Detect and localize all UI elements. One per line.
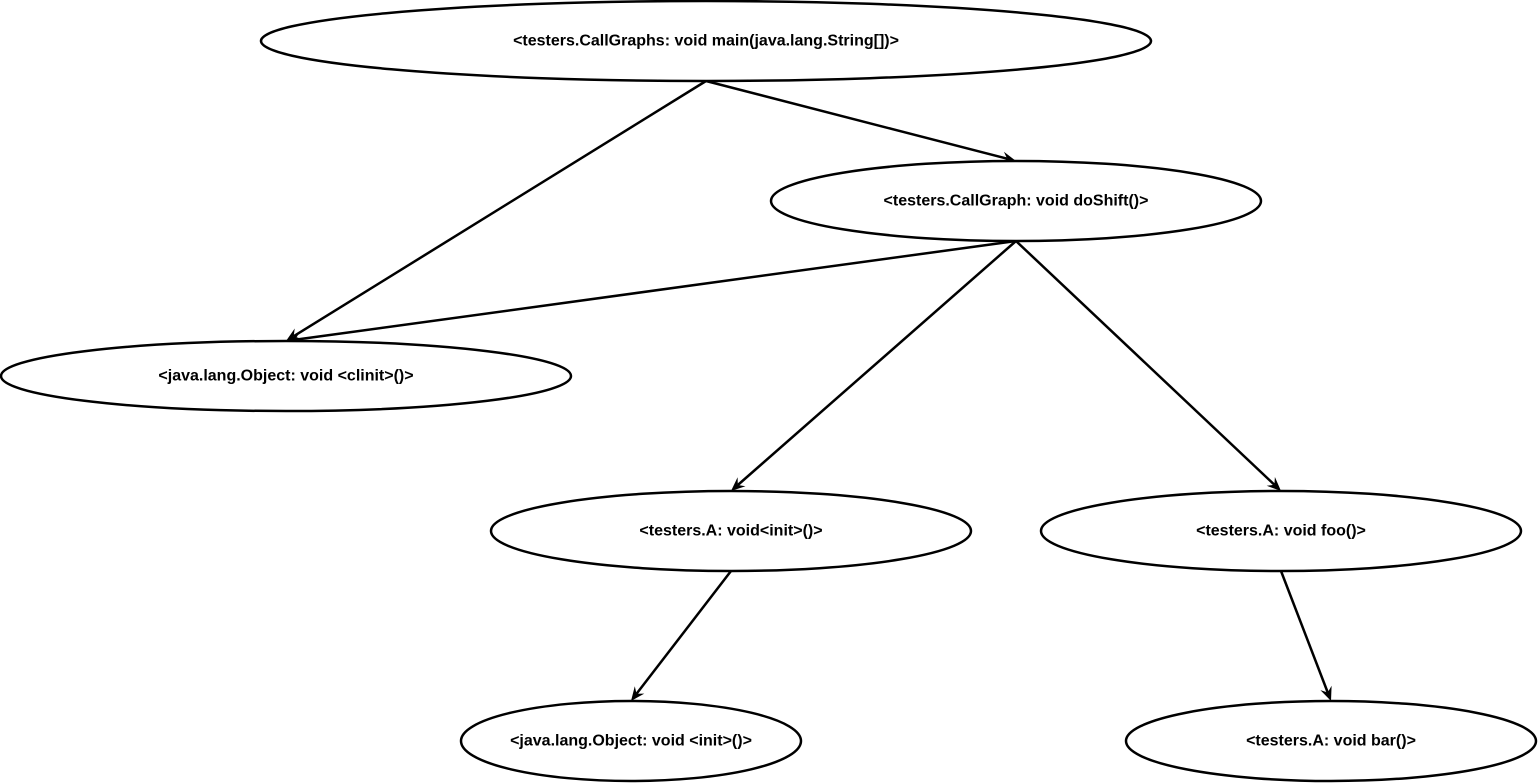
node-doShift: <testers.CallGraph: void doShift()> <box>769 159 1263 243</box>
node-ellipse <box>0 339 573 413</box>
edge-line <box>1015 240 1276 486</box>
node-ellipse <box>489 489 973 573</box>
edges-layer <box>286 79 1332 701</box>
arrowhead <box>286 328 302 341</box>
edge-doShift-to-objectClinit <box>286 239 1017 345</box>
node-aInit: <testers.A: void<init>()> <box>489 489 973 573</box>
arrowhead <box>631 686 645 701</box>
arrowhead <box>731 477 746 491</box>
node-ellipse <box>259 0 1153 83</box>
node-objectClinit: <java.lang.Object: void <clinit>()> <box>0 339 573 413</box>
node-label: <java.lang.Object: void <init>()> <box>510 733 752 750</box>
node-ellipse <box>459 699 803 783</box>
node-label: <testers.CallGraphs: void main(java.lang… <box>513 33 899 50</box>
edge-aInit-to-objectInit <box>631 570 732 701</box>
arrowhead <box>1320 685 1332 701</box>
node-aFoo: <testers.A: void foo()> <box>1039 489 1523 573</box>
node-aBar: <testers.A: void bar()> <box>1124 699 1538 783</box>
edge-aFoo-to-aBar <box>1279 570 1332 701</box>
node-label: <java.lang.Object: void <clinit>()> <box>158 368 413 385</box>
node-label: <testers.A: void<init>()> <box>639 523 822 540</box>
arrowhead <box>1266 477 1281 491</box>
node-label: <testers.CallGraph: void doShift()> <box>884 193 1149 210</box>
edge-line <box>293 79 707 338</box>
node-objectInit: <java.lang.Object: void <init>()> <box>459 699 803 783</box>
edge-line <box>294 239 1017 342</box>
edge-doShift-to-aFoo <box>1015 240 1281 491</box>
edge-doShift-to-aInit <box>731 240 1017 491</box>
edge-line <box>737 240 1017 486</box>
node-ellipse <box>769 159 1263 243</box>
edge-line <box>635 570 732 695</box>
edge-main-to-doShift <box>705 79 1016 164</box>
edge-line <box>1279 570 1329 693</box>
node-label: <testers.A: void bar()> <box>1246 733 1416 750</box>
node-ellipse <box>1039 489 1523 573</box>
edge-main-to-objectClinit <box>286 79 707 341</box>
node-label: <testers.A: void foo()> <box>1196 523 1366 540</box>
node-main: <testers.CallGraphs: void main(java.lang… <box>259 0 1153 83</box>
edge-line <box>705 79 1008 160</box>
node-ellipse <box>1124 699 1538 783</box>
